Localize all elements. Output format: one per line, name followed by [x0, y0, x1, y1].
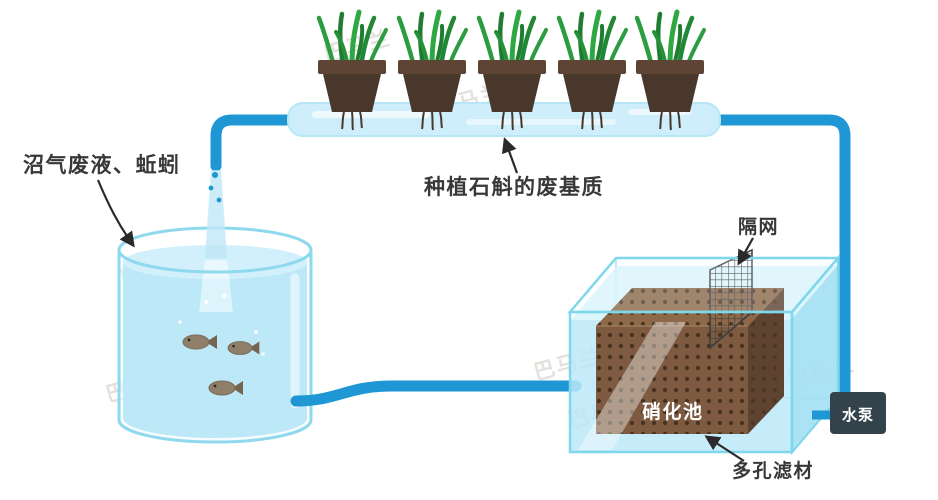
fish-tank [117, 226, 313, 444]
bubble [178, 320, 182, 324]
bubble [204, 300, 208, 304]
bubble [261, 352, 265, 356]
annotation-arrows [96, 137, 754, 462]
arrow-substrate [501, 137, 519, 174]
pipe-bottom [290, 380, 582, 407]
arrow-biogas [96, 179, 135, 248]
mesh-label: 隔网 [738, 217, 780, 238]
drip-stream [205, 170, 227, 258]
nitrification-tank-label: 硝化池 [642, 402, 704, 423]
fish-tank-outline [117, 250, 313, 444]
biogas-input-label: 沼气废液、蚯蚓 [23, 154, 181, 177]
glass-highlight [578, 322, 686, 450]
arrow-mesh [737, 237, 754, 266]
drip-droplet [208, 185, 214, 191]
porous-filter-label: 多孔滤材 [732, 461, 815, 482]
water-streak [312, 111, 430, 118]
arrow-filter [704, 435, 745, 462]
drip-droplet [216, 197, 222, 203]
drip-droplet [212, 172, 218, 178]
pipe-right [712, 114, 851, 398]
water-stream-underwater [199, 260, 233, 312]
bubble [254, 330, 258, 334]
fish-tank-water [123, 262, 307, 438]
pump-box [830, 392, 886, 434]
pump-label: 水泵 [841, 407, 874, 424]
bubble [221, 293, 227, 299]
water-pump [812, 392, 886, 434]
pipe-left [210, 114, 299, 172]
substrate-label: 种植石斛的废基质 [424, 176, 604, 199]
nitrification-aquarium [567, 248, 841, 456]
tank-water-side [791, 266, 837, 451]
